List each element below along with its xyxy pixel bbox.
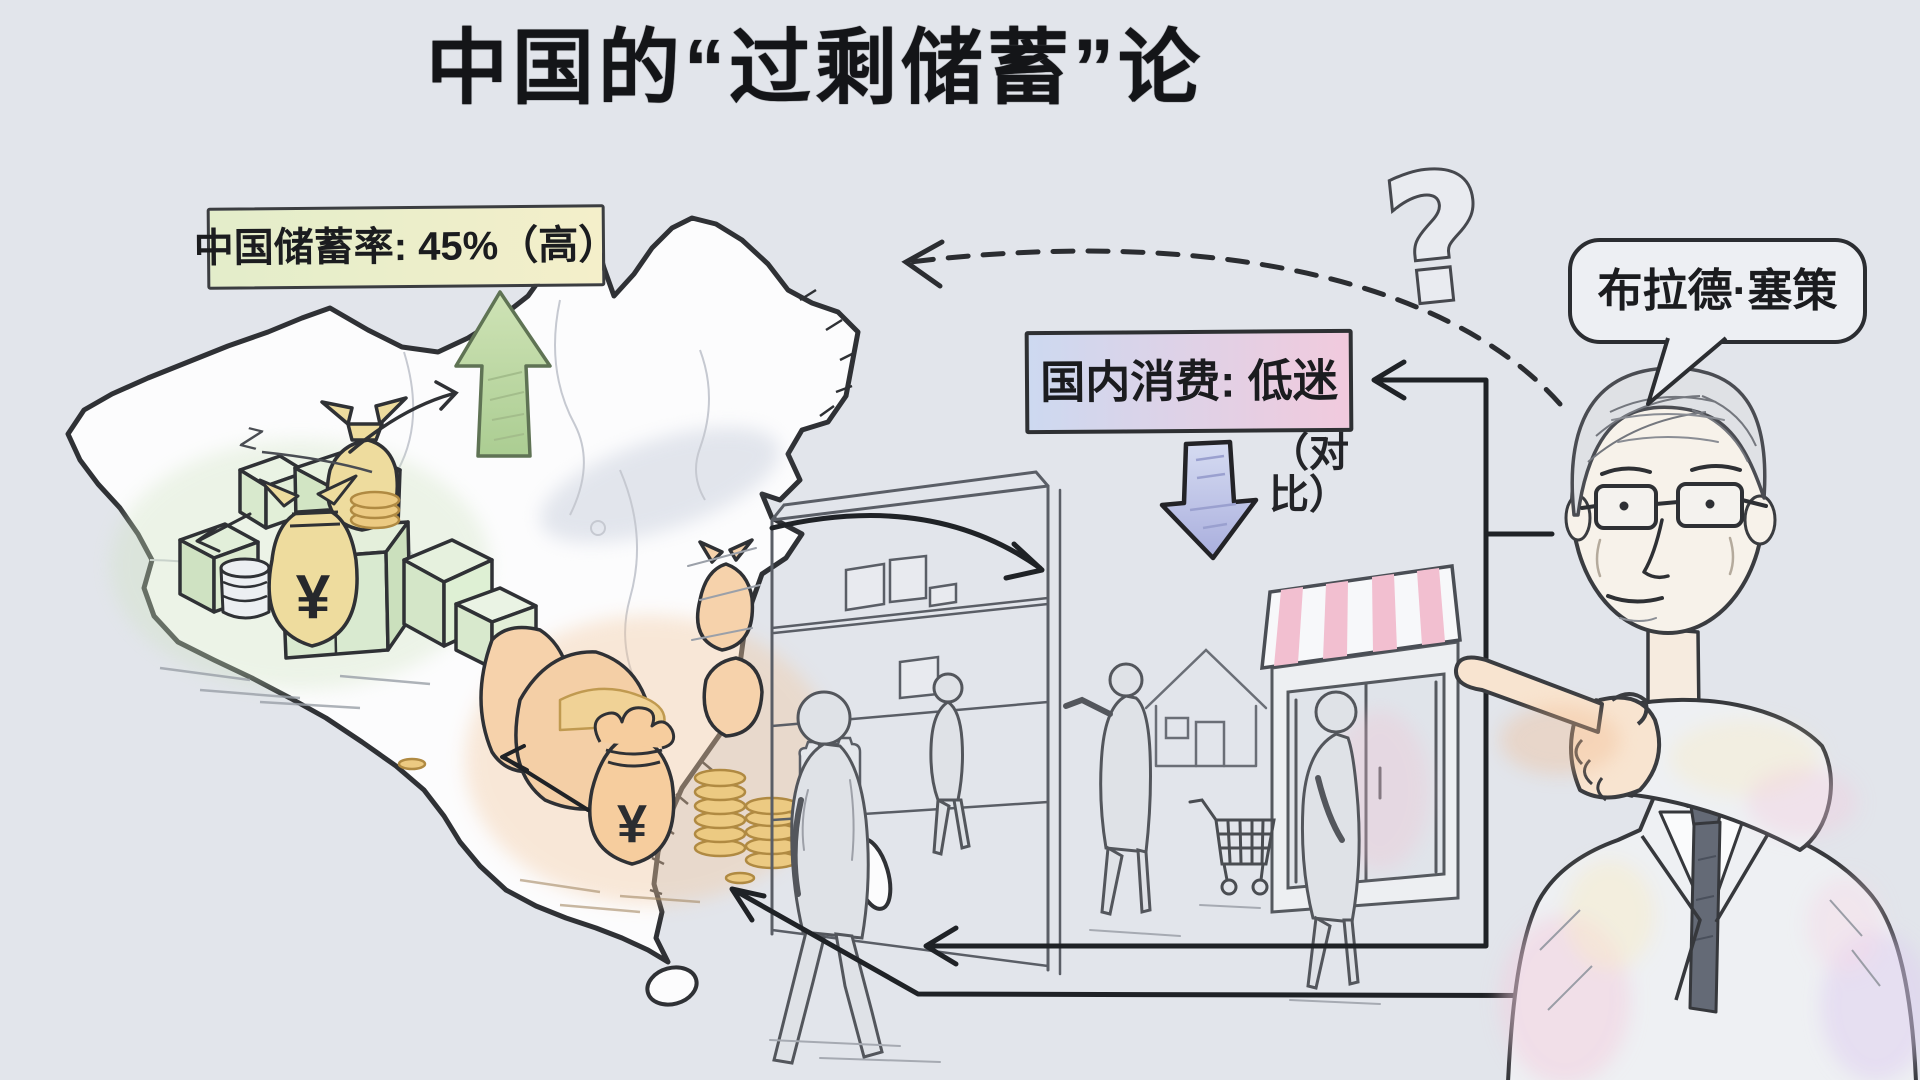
background-house <box>1144 648 1268 768</box>
hunched-shopper-door <box>1300 690 1361 990</box>
dashed-question-arrow <box>901 239 1563 407</box>
pile-shadow-hatching <box>519 878 701 914</box>
pile-shadow-hatching <box>159 666 431 710</box>
ear <box>1743 494 1777 546</box>
hainan-island <box>645 965 699 1007</box>
money-bag <box>702 656 764 738</box>
question-mark: ? <box>1375 134 1497 346</box>
savings-up-arrow <box>454 290 552 458</box>
shopping-cart-icon <box>1188 798 1276 896</box>
storefront <box>1260 564 1462 914</box>
shopper-figures <box>772 662 1361 1065</box>
hunched-shopper-large <box>772 690 884 1065</box>
suit-hatching <box>1539 899 1881 1011</box>
map-to-shop-arrow <box>769 513 1045 581</box>
coin-stack-small <box>349 490 401 530</box>
floor-hatching <box>769 904 1381 1063</box>
speaker-to-consumption-arrow <box>1371 359 1555 537</box>
string-line <box>261 450 373 474</box>
yuan-symbol: ¥ <box>617 794 647 854</box>
consumption-down-arrow <box>1159 439 1259 561</box>
speaker-name-label: 布拉德·塞策 <box>1597 265 1838 317</box>
pile-to-label-arrow <box>348 380 459 454</box>
suit-watercolor <box>1500 860 1920 1080</box>
small-arrow-left <box>195 512 252 553</box>
striped-awning <box>1260 564 1462 671</box>
shop-scene <box>687 470 1462 1065</box>
consumption-label: 国内消费: 低迷 <box>1024 328 1354 435</box>
pointing-hand <box>1454 655 1662 802</box>
thumb <box>1610 692 1649 726</box>
pile-bottom-arrow <box>500 744 590 812</box>
yuan-money-bag-green-pile: ¥ <box>258 474 359 648</box>
savings-rate-label: 中国储蓄率: 45%（高） <box>194 204 618 290</box>
speech-bubble <box>1568 238 1867 406</box>
yuan-money-bag-orange-pile: ¥ <box>588 706 676 866</box>
sleeve-watercolor <box>1670 720 1857 837</box>
comparison-note: （对比） <box>1269 431 1349 517</box>
money-bag <box>695 562 755 652</box>
lapel-lines <box>1640 833 1770 1001</box>
economist-figure <box>1454 366 1920 1080</box>
green-savings-pile: ¥ Z <box>110 396 538 710</box>
yuan-symbol: ¥ <box>296 563 331 632</box>
page-title: 中国的“过剩储蓄”论 <box>425 23 1205 114</box>
inner-region-wash <box>540 427 780 543</box>
hair <box>1570 366 1767 517</box>
hair-strands <box>1587 395 1757 463</box>
orange-savings-pile: ¥ <box>397 538 835 914</box>
face-features <box>1580 413 1768 622</box>
speech-bubble-tail <box>1646 336 1728 406</box>
coin-bucket <box>219 557 271 620</box>
bottom-loop-arrow <box>729 886 1703 999</box>
reaching-shopper <box>1063 662 1152 916</box>
walking-shopper-small <box>929 672 971 856</box>
